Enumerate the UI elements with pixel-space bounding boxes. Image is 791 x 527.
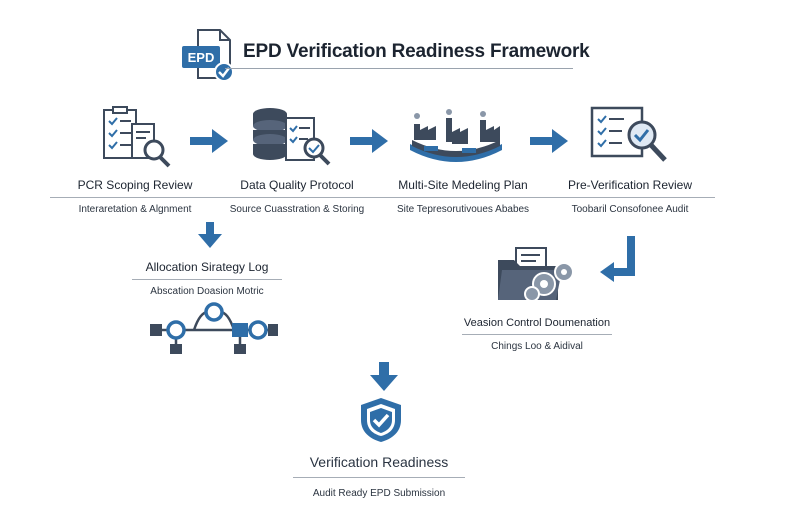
arrow-down-allocation [198,222,222,248]
step-subtitle: Site Tepresorutivoues Ababes [396,204,530,215]
folder-gears-icon [498,247,574,302]
checklist-review-icon [590,106,667,162]
arrow-right-1 [190,129,228,153]
title-divider [225,68,573,69]
final-verification-readiness: Verification Readiness Audit Ready EPD S… [293,454,465,499]
step-multi-site: Multi-Site Medeling Plan Site Tepresorut… [378,178,548,215]
final-title: Verification Readiness [309,454,449,470]
branch-subtitle: Abscation Doasion Motric [150,286,264,297]
branch-title: Veasion Control Doumenation [463,317,611,329]
branch-version-control: Veasion Control Doumenation Chings Loo &… [462,317,612,352]
step-subtitle: Toobaril Consofonee Audit [571,204,689,215]
epd-badge-text: EPD [188,50,215,65]
step-pcr-scoping: PCR Scoping Review Interaretation & Algn… [50,178,220,215]
step-title: Multi-Site Medeling Plan [398,178,528,192]
checklist-magnifier-icon [103,106,171,168]
factory-sites-icon [410,109,502,162]
branch-subtitle: Chings Loo & Aidival [491,341,583,352]
page-title: EPD Verification Readiness Framework [243,41,590,62]
branch-divider [132,279,282,280]
shield-check-icon [361,398,401,442]
arrow-right-3 [530,129,568,153]
step-title: Pre-Verification Review [567,178,693,192]
arrow-right-2 [350,129,388,153]
step-subtitle: Interaretation & Algnment [78,204,192,215]
epd-document-icon: EPD [182,29,234,82]
database-check-icon [253,108,331,166]
step-title: Data Quality Protocol [240,178,354,192]
arrow-elbow-version [600,236,635,282]
branch-allocation: Allocation Sirategy Log Abscation Doasio… [132,260,282,297]
arrow-down-final [370,362,398,391]
step-divider [50,197,220,198]
branch-title: Allocation Sirategy Log [145,260,269,274]
branch-divider [462,334,612,335]
step-title: PCR Scoping Review [77,178,193,192]
step-data-quality: Data Quality Protocol Source Cuasstratio… [212,178,382,215]
final-divider [293,477,465,478]
step-divider [212,197,382,198]
step-subtitle: Source Cuasstration & Storing [229,204,365,215]
step-divider [378,197,548,198]
step-divider [545,197,715,198]
allocation-flow-icon [150,302,278,354]
final-subtitle: Audit Ready EPD Submission [312,488,446,499]
step-pre-verification: Pre-Verification Review Toobaril Consofo… [545,178,715,215]
